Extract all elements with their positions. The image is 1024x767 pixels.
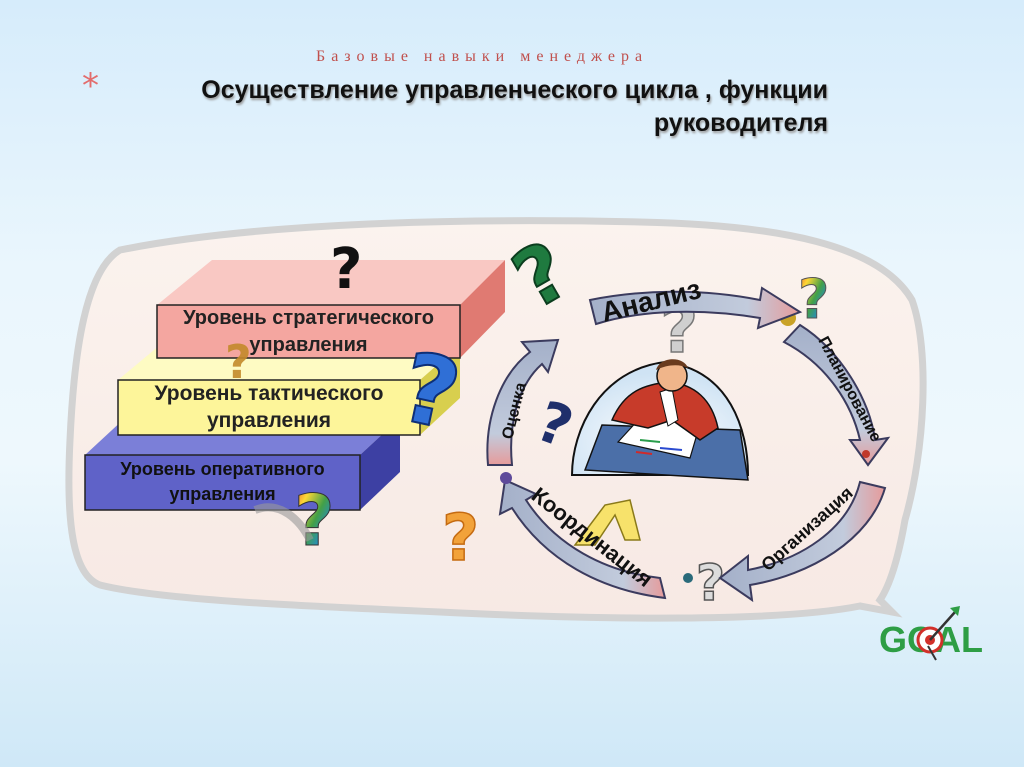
question-mark-icon: ? [442, 502, 479, 576]
bullet-asterisk: * [82, 66, 99, 106]
question-mark-icon: ? [696, 554, 725, 612]
strategic-level-label: Уровень стратегического управления [157, 305, 460, 359]
subtitle: Базовые навыки менеджера [316, 48, 649, 65]
question-mark-icon: ? [225, 335, 252, 389]
tactical-level-block [117, 345, 460, 436]
goal-logo: GOAL [879, 606, 983, 661]
manager-clipart-icon [570, 359, 750, 481]
question-mark-icon: ? [330, 237, 362, 302]
strategic-level-line-2: управления [249, 334, 368, 356]
analysis-arrow [588, 286, 803, 330]
tactical-level-line-2: управления [206, 409, 332, 432]
operational-level-label: Уровень оперативного управления [85, 457, 360, 507]
page-title: Осуществление управленческого цикла , фу… [118, 74, 828, 140]
organization-arrow [718, 480, 887, 603]
title-line-2: руководителя [653, 109, 828, 137]
operational-level-line-1: Уровень оперативного [120, 459, 325, 479]
strategic-level-line-1: Уровень стратегического [183, 307, 434, 329]
strategic-level-block [156, 260, 505, 359]
yellow-arch-icon [573, 499, 641, 546]
tactical-level-line-1: Уровень тактического [154, 382, 384, 405]
operational-level-line-2: управления [169, 484, 276, 504]
planning-arrow [782, 323, 891, 467]
question-mark-icon: ? [798, 268, 829, 331]
evaluation-arrow [486, 338, 560, 466]
tactical-level-label: Уровень тактического управления [118, 380, 420, 434]
title-line-1: Осуществление управленческого цикла , фу… [201, 76, 828, 104]
